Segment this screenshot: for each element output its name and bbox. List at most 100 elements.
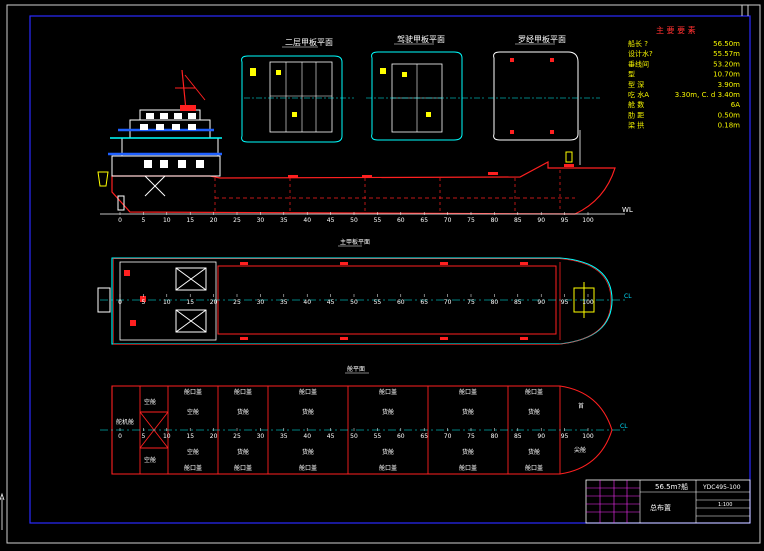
hold-top-label: 舱口盖 <box>379 388 397 396</box>
hold-bottom-label: 舱口盖 <box>379 464 397 472</box>
hold-frame-40: 40 <box>303 433 311 440</box>
deck3-plan: 驾驶甲板平面 <box>366 34 484 141</box>
hold-top-label: 舱口盖 <box>299 388 317 396</box>
particular-value: 56.50m <box>713 40 740 48</box>
profile-frame-80: 80 <box>491 217 499 224</box>
profile-frame-15: 15 <box>186 217 194 224</box>
hold-top-label: 舱口盖 <box>234 388 252 396</box>
hold-top-label: 舱口盖 <box>184 388 202 396</box>
hold-frame-85: 85 <box>514 433 522 440</box>
hold-frame-80: 80 <box>491 433 499 440</box>
deck2-plan: 二层甲板平面 <box>241 37 354 143</box>
main-frame-85: 85 <box>514 299 522 306</box>
particular-label: 梁 拱 <box>628 121 644 130</box>
particular-label: 垂线间 <box>628 59 649 68</box>
particular-value: 3.30m, C. d 3.40m <box>675 91 740 99</box>
hold-mid-label: 空舱 <box>187 408 199 416</box>
hold-mid-label: 货舱 <box>462 408 474 416</box>
profile-frame-70: 70 <box>444 217 452 224</box>
hold-frame-60: 60 <box>397 433 405 440</box>
hold-left-top: 空舱 <box>144 398 156 406</box>
hold-bottom-label: 舱口盖 <box>459 464 477 472</box>
hold-frame-100: 100 <box>582 433 594 440</box>
hold-top-label: 舱口盖 <box>525 388 543 396</box>
profile-frame-60: 60 <box>397 217 405 224</box>
profile-frame-35: 35 <box>280 217 288 224</box>
hold-mid-label: 货舱 <box>528 408 540 416</box>
particular-value: 10.70m <box>713 71 740 79</box>
particular-label: 型 <box>628 70 635 79</box>
hold-frame-95: 95 <box>561 433 569 440</box>
profile-frame-25: 25 <box>233 217 241 224</box>
profile-frame-65: 65 <box>420 217 428 224</box>
hold-frame-70: 70 <box>444 433 452 440</box>
profile-view: WL <box>97 69 633 215</box>
hold-frame-75: 75 <box>467 433 475 440</box>
hold-frame-5: 5 <box>141 433 145 440</box>
hold-bottom-label: 舱口盖 <box>184 464 202 472</box>
hold-left-bottom: 空舱 <box>144 456 156 464</box>
main-frame-35: 35 <box>280 299 288 306</box>
deck4-title: 罗经甲板平面 <box>518 34 566 44</box>
hold-bow-bottom: 尖舱 <box>574 446 586 454</box>
main-frame-80: 80 <box>491 299 499 306</box>
title-ship-name: 56.5m?船 <box>655 482 688 491</box>
title-drawing-no: YDC495-100 <box>702 484 741 491</box>
hold-frame-45: 45 <box>327 433 335 440</box>
profile-frame-0: 0 <box>118 217 122 224</box>
main-deck-plan: 主甲板平面 CL <box>97 238 632 345</box>
hold-plan: 舱平面 CL 舵机舱 空舱 空舱 首 尖舱 <box>100 365 628 475</box>
title-block: 56.5m?船 总布置 YDC495-100 1:100 <box>585 479 751 524</box>
particular-label: 舱 数 <box>628 100 644 109</box>
hold-compartment-labels: 舱口盖舱口盖舱口盖舱口盖舱口盖舱口盖舱口盖舱口盖舱口盖舱口盖舱口盖舱口盖空舱空舱… <box>184 388 543 472</box>
main-frame-40: 40 <box>303 299 311 306</box>
hold-bottom-label: 舱口盖 <box>234 464 252 472</box>
hold-mid-label-lower: 货舱 <box>462 448 474 456</box>
hold-frame-20: 20 <box>210 433 218 440</box>
main-frame-20: 20 <box>210 299 218 306</box>
particular-value: 53.20m <box>713 60 740 68</box>
hold-mid-label: 货舱 <box>382 408 394 416</box>
deck4-plan: 罗经甲板平面 <box>488 34 600 141</box>
main-frame-95: 95 <box>561 299 569 306</box>
main-frame-50: 50 <box>350 299 358 306</box>
main-frame-25: 25 <box>233 299 241 306</box>
hold-mid-label-lower: 空舱 <box>187 448 199 456</box>
profile-frame-20: 20 <box>210 217 218 224</box>
hold-frame-90: 90 <box>537 433 545 440</box>
particular-label: 设计水? <box>628 49 653 58</box>
particular-label: 吃 水A <box>628 90 649 99</box>
deck2-title: 二层甲板平面 <box>285 37 333 47</box>
title-scale: 1:100 <box>718 502 732 508</box>
profile-frame-40: 40 <box>303 217 311 224</box>
main-frame-70: 70 <box>444 299 452 306</box>
hold-frame-35: 35 <box>280 433 288 440</box>
main-frame-55: 55 <box>374 299 382 306</box>
profile-frame-30: 30 <box>257 217 265 224</box>
main-frame-30: 30 <box>257 299 265 306</box>
particular-label: 肋 距 <box>628 110 644 119</box>
hold-top-label: 舱口盖 <box>459 388 477 396</box>
profile-frame-90: 90 <box>537 217 545 224</box>
wl-label: WL <box>622 206 633 214</box>
main-frame-0: 0 <box>118 299 122 306</box>
profile-frame-95: 95 <box>561 217 569 224</box>
main-frame-45: 45 <box>327 299 335 306</box>
outer-frame <box>6 4 761 544</box>
hold-left-mid: 舵机舱 <box>116 418 134 426</box>
hold-bottom-label: 舱口盖 <box>299 464 317 472</box>
particulars-title: 主 要 要 素 <box>656 25 696 35</box>
main-frame-100: 100 <box>582 299 594 306</box>
particular-value: 6A <box>731 101 740 109</box>
hold-frame-10: 10 <box>163 433 171 440</box>
profile-frame-45: 45 <box>327 217 335 224</box>
hold-outline <box>111 385 613 475</box>
particular-value: 0.50m <box>718 111 741 119</box>
profile-frame-85: 85 <box>514 217 522 224</box>
profile-frame-10: 10 <box>163 217 171 224</box>
particular-value: 55.57m <box>713 50 740 58</box>
profile-frame-75: 75 <box>467 217 475 224</box>
ucs-icon <box>0 492 5 530</box>
